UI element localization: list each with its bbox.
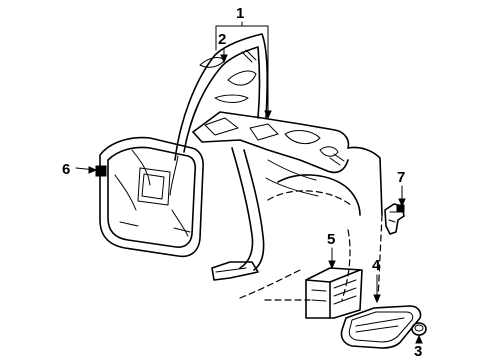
callout-3: 3	[414, 343, 422, 360]
quarter-inner-panel	[174, 33, 268, 161]
callout-4: 4	[372, 257, 381, 274]
grommet-plug	[411, 322, 427, 336]
leader-line-1	[215, 21, 269, 27]
leader-lines	[75, 21, 423, 344]
fuel-filler-housing	[305, 267, 363, 319]
bracket-part	[384, 203, 405, 235]
callout-5: 5	[327, 231, 335, 248]
quarter-panel-assembly	[192, 111, 383, 301]
fuel-door	[340, 305, 422, 349]
rear-wheelhouse-liner	[95, 136, 204, 258]
callout-7: 7	[397, 169, 405, 186]
callout-labels: 1 2 3 4 5 6 7	[62, 5, 422, 360]
callout-1: 1	[236, 5, 244, 22]
callout-6: 6	[62, 161, 70, 178]
callout-2: 2	[218, 31, 226, 48]
